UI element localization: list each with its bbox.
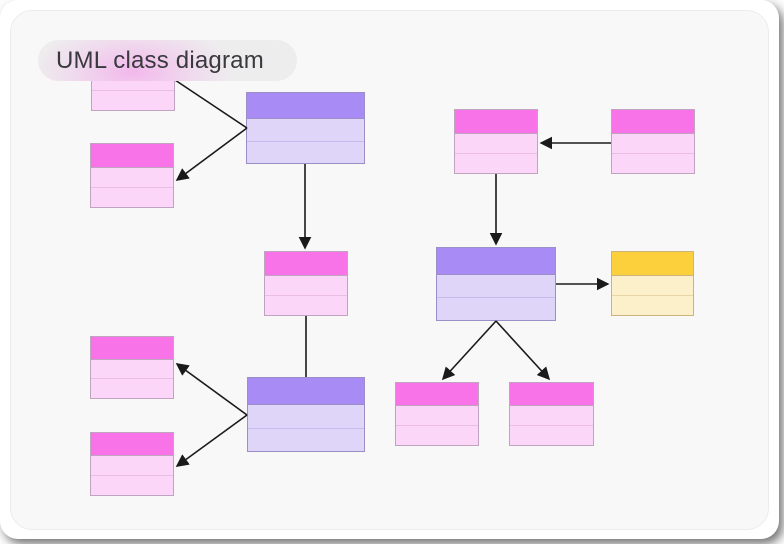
class-middle[interactable]: [264, 251, 348, 316]
class-yellow[interactable]: [611, 251, 694, 316]
class-attribute-row: [92, 90, 174, 110]
diagram-title-pill[interactable]: UML class diagram: [38, 40, 297, 81]
class-attribute-row: [91, 167, 173, 187]
class-attribute-row: [248, 427, 364, 452]
class-attribute-row: [91, 378, 173, 399]
class-attribute-row: [612, 294, 693, 316]
diagram-title-label: UML class diagram: [56, 46, 264, 74]
class-parent-top-left[interactable]: [246, 92, 365, 164]
class-parent-right[interactable]: [436, 247, 556, 321]
class-header: [455, 110, 537, 134]
class-attribute-row: [91, 186, 173, 208]
class-bottom-left-2[interactable]: [90, 432, 174, 496]
class-attribute-row: [91, 456, 173, 476]
class-attribute-row: [510, 425, 593, 445]
class-attribute-row: [612, 152, 694, 174]
class-top-left-2[interactable]: [90, 143, 174, 208]
class-header: [91, 433, 173, 457]
class-attribute-row: [396, 425, 478, 445]
class-header: [396, 383, 478, 407]
class-attribute-row: [265, 275, 347, 295]
class-attribute-row: [612, 275, 693, 295]
class-attribute-row: [91, 475, 173, 495]
class-attribute-row: [265, 294, 347, 316]
class-attribute-row: [455, 152, 537, 174]
class-attribute-row: [437, 296, 555, 320]
class-parent-bottom[interactable]: [247, 377, 365, 452]
class-top-right-2[interactable]: [611, 109, 695, 174]
class-header: [265, 252, 347, 276]
class-attribute-row: [612, 133, 694, 153]
class-bottom-right-2[interactable]: [509, 382, 594, 446]
class-attribute-row: [396, 406, 478, 426]
class-bottom-right-1[interactable]: [395, 382, 479, 446]
class-attribute-row: [510, 406, 593, 426]
class-header: [612, 110, 694, 134]
class-attribute-row: [248, 405, 364, 428]
class-attribute-row: [437, 274, 555, 297]
class-header: [91, 337, 173, 360]
class-attribute-row: [455, 133, 537, 153]
class-attribute-row: [247, 140, 364, 163]
class-header: [437, 248, 555, 275]
class-header: [247, 93, 364, 120]
class-attribute-row: [91, 359, 173, 379]
class-header: [510, 383, 593, 407]
class-attribute-row: [247, 119, 364, 141]
class-header: [248, 378, 364, 406]
class-top-right-1[interactable]: [454, 109, 538, 174]
class-bottom-left-1[interactable]: [90, 336, 174, 399]
class-header: [91, 144, 173, 168]
class-header: [612, 252, 693, 276]
